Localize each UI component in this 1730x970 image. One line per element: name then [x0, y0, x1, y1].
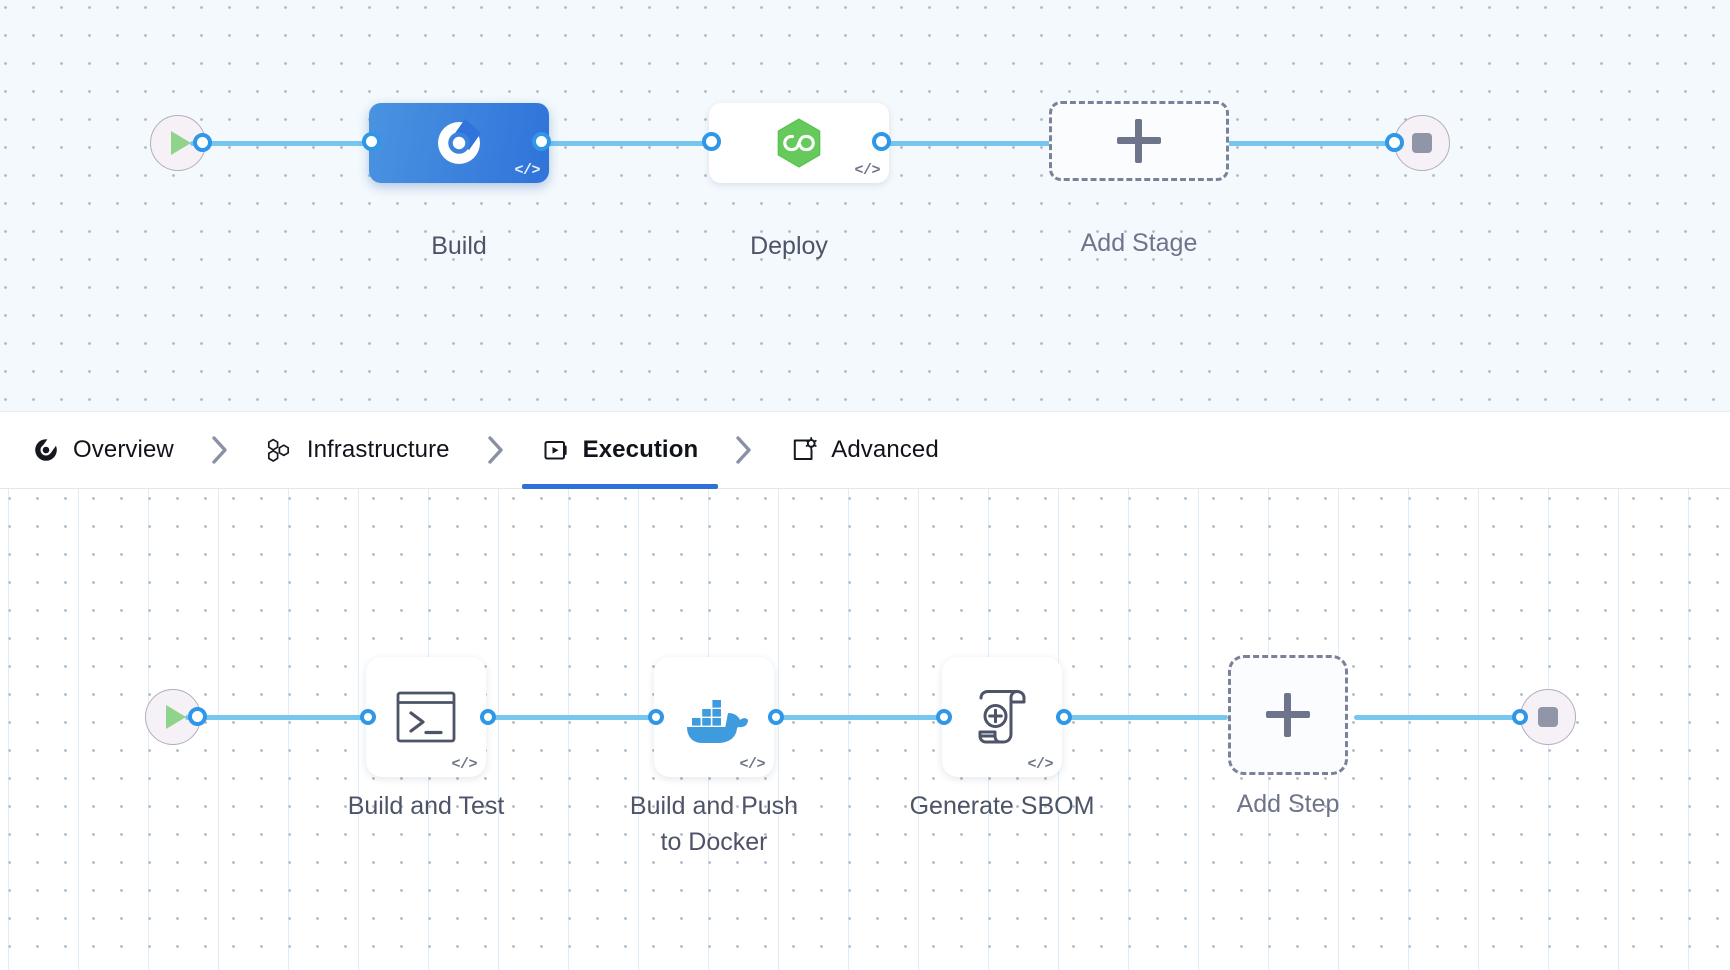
tab-label-infrastructure: Infrastructure: [306, 436, 450, 463]
edge-docker-to-sbom: [780, 715, 950, 720]
tab-overview[interactable]: Overview: [28, 411, 178, 489]
stage-card-build[interactable]: </>: [369, 103, 549, 183]
step-card-generate-sbom[interactable]: </>: [942, 657, 1062, 777]
step-label-generate-sbom: Generate SBOM: [909, 792, 1095, 820]
build-output-connector[interactable]: [532, 132, 551, 151]
edge-addstep-to-end: [1354, 715, 1526, 720]
add-stage-label: Add Stage: [1080, 229, 1198, 257]
harness-ci-icon: [438, 119, 481, 164]
step-card-build-and-test[interactable]: </>: [366, 657, 486, 777]
end-circle: [1520, 689, 1576, 745]
chevron-right-icon: [487, 436, 503, 464]
stop-icon: [1412, 133, 1432, 153]
step-card-build-and-push-to-docker[interactable]: </>: [654, 657, 774, 777]
step-canvas[interactable]: </> Build and Test </> Build and Push to…: [0, 489, 1730, 970]
stage-start-node[interactable]: [150, 115, 212, 171]
docker-input-connector[interactable]: [648, 709, 664, 725]
plus-icon: [1117, 119, 1161, 163]
code-badge-icon: </>: [854, 162, 880, 179]
terminal-icon: [396, 691, 456, 743]
tab-label-execution: Execution: [582, 436, 699, 463]
code-badge-icon: </>: [451, 756, 477, 773]
deploy-output-connector[interactable]: [872, 132, 891, 151]
hexagon-cluster-icon: [267, 438, 289, 462]
stage-card-deploy[interactable]: </>: [709, 103, 889, 183]
edge-buildtest-to-docker: [492, 715, 662, 720]
add-stage-button[interactable]: [1049, 101, 1229, 181]
add-step-label: Add Step: [1236, 790, 1340, 818]
edge-start-to-build: [190, 141, 372, 146]
green-hexagon-icon: [777, 118, 821, 168]
box-gear-icon: [794, 437, 817, 460]
code-badge-icon: </>: [514, 162, 540, 179]
edge-build-to-deploy: [540, 141, 712, 146]
stage-end-node[interactable]: [1385, 115, 1450, 171]
docker-output-connector[interactable]: [768, 709, 784, 725]
code-badge-icon: </>: [1027, 756, 1053, 773]
tab-infrastructure[interactable]: Infrastructure: [262, 411, 454, 489]
stop-icon: [1538, 707, 1558, 727]
tab-advanced[interactable]: Advanced: [786, 411, 943, 489]
start-output-connector[interactable]: [188, 707, 207, 726]
build-input-connector[interactable]: [362, 132, 381, 151]
plus-icon: [1266, 693, 1310, 737]
step-label-line2: to Docker: [660, 827, 768, 856]
stage-canvas[interactable]: </> Build </> Deploy Add Stage: [0, 0, 1730, 411]
start-circle: [145, 689, 201, 745]
buildtest-output-connector[interactable]: [480, 709, 496, 725]
stage-config-tabs[interactable]: Overview Infrastructure Execution: [0, 411, 1730, 489]
buildtest-input-connector[interactable]: [360, 709, 376, 725]
deploy-input-connector[interactable]: [702, 132, 721, 151]
play-box-icon: [544, 441, 567, 460]
tab-label-advanced: Advanced: [831, 436, 939, 463]
play-icon: [165, 705, 186, 729]
edge-sbom-to-addstep: [1068, 715, 1228, 720]
sbom-scroll-icon: [978, 690, 1026, 744]
code-badge-icon: </>: [739, 756, 765, 773]
tab-execution[interactable]: Execution: [521, 411, 718, 489]
end-input-connector[interactable]: [1512, 709, 1528, 725]
edge-deploy-to-addstage: [878, 141, 1060, 146]
end-input-connector[interactable]: [1385, 133, 1404, 152]
play-icon: [170, 131, 191, 155]
overview-pie-icon: [35, 437, 57, 461]
tab-label-overview: Overview: [73, 436, 174, 463]
chevron-right-icon: [212, 436, 227, 464]
sbom-output-connector[interactable]: [1056, 709, 1072, 725]
add-step-button[interactable]: [1228, 655, 1348, 775]
start-output-connector[interactable]: [193, 133, 212, 152]
chevron-right-icon: [736, 436, 751, 464]
tab-separator-1: [178, 411, 262, 489]
edge-start-to-buildtest: [185, 715, 370, 720]
edge-addstage-to-end: [1222, 141, 1394, 146]
step-end-node[interactable]: [1512, 689, 1576, 745]
stage-label-deploy: Deploy: [750, 232, 828, 260]
sbom-input-connector[interactable]: [936, 709, 952, 725]
step-start-node[interactable]: [145, 689, 207, 745]
docker-icon: [687, 700, 748, 743]
step-label-build-and-test: Build and Test: [347, 792, 505, 820]
step-label-build-and-push-to-docker: Build and Push to Docker: [554, 789, 874, 860]
step-label-line1: Build and Push: [629, 792, 799, 820]
tab-separator-3: [702, 411, 786, 489]
tab-separator-2: [454, 411, 538, 489]
stage-label-build: Build: [431, 232, 487, 260]
